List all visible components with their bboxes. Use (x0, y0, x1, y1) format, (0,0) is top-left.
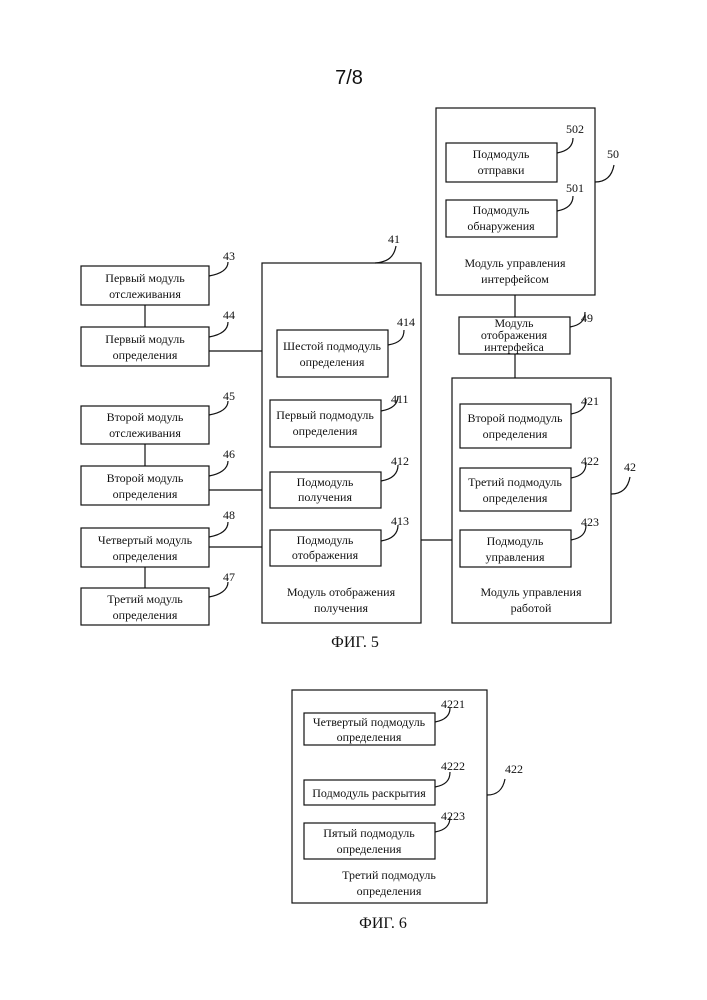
svg-text:Четвертый подмодуль: Четвертый подмодуль (313, 715, 426, 729)
svg-text:Первый модуль: Первый модуль (105, 332, 185, 346)
svg-text:отправки: отправки (478, 163, 525, 177)
svg-text:определения: определения (113, 348, 178, 362)
module-44-first-determination: Первый модуль определения 44 (81, 308, 235, 366)
ref-46: 46 (223, 447, 235, 461)
svg-text:отслеживания: отслеживания (109, 287, 181, 301)
ref-4222: 4222 (441, 759, 465, 773)
svg-text:работой: работой (511, 601, 552, 615)
module-47-third-determination: Третий модуль определения 47 (81, 570, 235, 625)
svg-text:обнаружения: обнаружения (467, 219, 535, 233)
module-43-first-tracking: Первый модуль отслеживания 43 (81, 249, 235, 305)
svg-text:Второй модуль: Второй модуль (107, 471, 184, 485)
svg-text:Подмодуль: Подмодуль (297, 475, 354, 489)
svg-text:определения: определения (337, 730, 402, 744)
ref-502: 502 (566, 122, 584, 136)
svg-text:Подмодуль: Подмодуль (473, 203, 530, 217)
ref-45: 45 (223, 389, 235, 403)
module-45-second-tracking: Второй модуль отслеживания 45 (81, 389, 235, 444)
svg-text:Подмодуль раскрытия: Подмодуль раскрытия (312, 786, 426, 800)
figure-6: Третий подмодуль определения 422 Четверт… (292, 690, 523, 932)
svg-text:получения: получения (298, 490, 352, 504)
svg-text:отображения: отображения (292, 548, 359, 562)
figure-6-caption: ФИГ. 6 (359, 915, 407, 932)
svg-text:определения: определения (300, 355, 365, 369)
svg-text:управления: управления (486, 550, 545, 564)
ref-4221: 4221 (441, 697, 465, 711)
svg-text:Третий модуль: Третий модуль (107, 592, 183, 606)
svg-text:Подмодуль: Подмодуль (473, 147, 530, 161)
svg-text:Шестой подмодуль: Шестой подмодуль (283, 339, 382, 353)
figure-5-caption: ФИГ. 5 (331, 634, 379, 651)
ref-501: 501 (566, 181, 584, 195)
svg-text:Четвертый модуль: Четвертый модуль (98, 533, 193, 547)
svg-text:интерфейсом: интерфейсом (481, 272, 549, 286)
svg-text:Первый подмодуль: Первый подмодуль (276, 408, 374, 422)
svg-text:определения: определения (113, 608, 178, 622)
svg-text:определения: определения (483, 427, 548, 441)
svg-text:Второй подмодуль: Второй подмодуль (468, 411, 564, 425)
ref-43: 43 (223, 249, 235, 263)
figure-5: Первый модуль отслеживания 43 Первый мод… (81, 108, 636, 651)
ref-42: 42 (624, 460, 636, 474)
ref-414: 414 (397, 315, 415, 329)
ref-4223: 4223 (441, 809, 465, 823)
ref-41: 41 (388, 232, 400, 246)
ref-422-fig6: 422 (505, 762, 523, 776)
ref-412: 412 (391, 454, 409, 468)
svg-text:определения: определения (113, 549, 178, 563)
svg-text:отслеживания: отслеживания (109, 426, 181, 440)
svg-text:Подмодуль: Подмодуль (297, 533, 354, 547)
ref-411: 411 (391, 392, 409, 406)
svg-text:получения: получения (314, 601, 368, 615)
module-48-fourth-determination: Четвертый модуль определения 48 (81, 508, 235, 567)
ref-44: 44 (223, 308, 235, 322)
svg-text:Третий подмодуль: Третий подмодуль (468, 475, 562, 489)
svg-text:определения: определения (337, 842, 402, 856)
svg-text:Подмодуль: Подмодуль (487, 534, 544, 548)
svg-text:определения: определения (483, 491, 548, 505)
ref-421: 421 (581, 394, 599, 408)
ref-423: 423 (581, 515, 599, 529)
ref-47: 47 (223, 570, 235, 584)
ref-413: 413 (391, 514, 409, 528)
ref-422: 422 (581, 454, 599, 468)
ref-50: 50 (607, 147, 619, 161)
svg-text:Модуль управления: Модуль управления (481, 585, 582, 599)
svg-text:Третий подмодуль: Третий подмодуль (342, 868, 436, 882)
module-46-second-determination: Второй модуль определения 46 (81, 447, 235, 505)
svg-text:определения: определения (113, 487, 178, 501)
module-49-interface-display: Модуль отображения интерфейса 49 (459, 311, 593, 354)
ref-48: 48 (223, 508, 235, 522)
svg-text:определения: определения (357, 884, 422, 898)
ref-49: 49 (581, 311, 593, 325)
svg-text:Модуль управления: Модуль управления (465, 256, 566, 270)
svg-text:определения: определения (293, 424, 358, 438)
svg-text:Второй модуль: Второй модуль (107, 410, 184, 424)
svg-text:Модуль отображения: Модуль отображения (287, 585, 396, 599)
svg-text:Первый модуль: Первый модуль (105, 271, 185, 285)
svg-text:интерфейса: интерфейса (484, 340, 544, 354)
svg-text:Пятый подмодуль: Пятый подмодуль (323, 826, 415, 840)
page-number: 7/8 (335, 67, 363, 89)
